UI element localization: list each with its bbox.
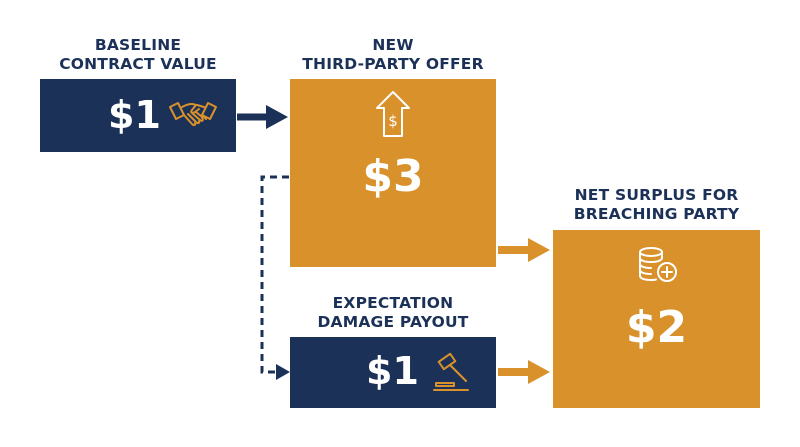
baseline-box: $1 (40, 79, 236, 152)
arrow-offer-to-surplus (498, 238, 550, 262)
damage-label-line2: DAMAGE PAYOUT (317, 313, 469, 331)
baseline-amount: $1 (108, 93, 161, 137)
coins-plus-icon (639, 247, 677, 282)
surplus-amount: $2 (625, 302, 688, 353)
surplus-label-line2: BREACHING PARTY (573, 205, 740, 223)
offer-label-line1: NEW (372, 36, 414, 54)
surplus-label: NET SURPLUS FOR BREACHING PARTY (553, 186, 760, 224)
surplus-box: $2 (553, 230, 760, 408)
arrow-damage-to-surplus (498, 360, 550, 384)
baseline-label-line1: BASELINE (94, 36, 182, 54)
damage-box: $1 (290, 337, 496, 408)
baseline-label-line2: CONTRACT VALUE (59, 55, 217, 73)
offer-box: $ $3 (290, 79, 496, 267)
baseline-label: BASELINE CONTRACT VALUE (40, 36, 236, 74)
gavel-icon (433, 352, 469, 391)
handshake-icon (169, 102, 217, 127)
damage-label-line1: EXPECTATION (332, 294, 454, 312)
offer-amount: $3 (362, 151, 424, 202)
arrow-baseline-to-offer (237, 105, 288, 129)
offer-label-line2: THIRD-PARTY OFFER (302, 55, 484, 73)
damage-label: EXPECTATION DAMAGE PAYOUT (290, 294, 496, 332)
svg-text:$: $ (388, 112, 398, 130)
surplus-label-line1: NET SURPLUS FOR (574, 186, 739, 204)
damage-amount: $1 (366, 349, 419, 393)
arrow-up-dollar-icon: $ (376, 91, 410, 137)
offer-label: NEW THIRD-PARTY OFFER (290, 36, 496, 74)
dashed-connector-offer-to-damage (260, 175, 290, 380)
